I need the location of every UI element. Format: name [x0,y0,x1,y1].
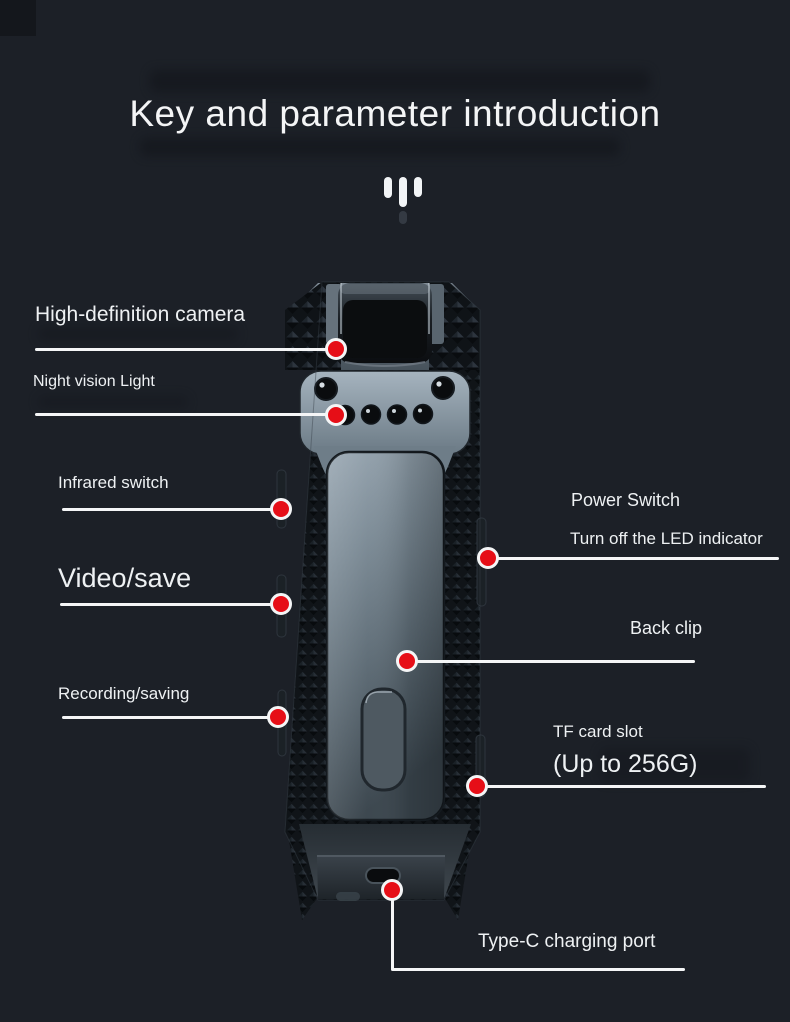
back-clip-marker-dot [396,650,418,672]
callout-night-vision-label: Night vision Light [33,373,155,390]
night-vision-leader-line [35,413,336,416]
camera-lens-housing [343,300,427,358]
video-save-marker-dot [270,593,292,615]
callout-tf-card-label: TF card slot [553,722,643,741]
tf-card-marker-dot [466,775,488,797]
callout-tf-capacity-label: (Up to 256G) [553,750,698,778]
callout-video-save-label: Video/save [58,563,192,593]
led-hole [431,376,455,400]
bottom-left-wing [288,834,318,920]
background-watermark [38,396,188,408]
corner-shade [0,0,36,36]
background-watermark [150,70,650,92]
back-clip-leader-line [412,660,695,663]
page-title: Key and parameter introduction [129,93,661,134]
led-hole [314,377,338,401]
background-watermark [600,748,750,782]
callout-infrared-label: Infrared switch [58,473,169,492]
background-watermark [140,138,620,156]
callout-type-c-label: Type-C charging port [478,931,656,952]
type-c-leader-line-horizontal [391,968,685,971]
sound-wave-icon [384,177,432,227]
recording-leader-line [62,716,278,719]
callout-led-sublabel: Turn off the LED indicator [570,529,763,548]
camera-head [285,282,480,370]
background-watermark [38,327,238,341]
infrared-marker-dot [270,498,292,520]
type-c-leader-line-vertical [391,889,394,970]
callout-back-clip-label: Back clip [630,618,703,638]
device-bottom [299,824,471,901]
callout-power-label: Power Switch [571,490,681,510]
night-vision-marker-dot [325,404,347,426]
recording-marker-dot [267,706,289,728]
type-c-marker-dot [381,879,403,901]
back-clip [325,450,446,822]
callout-recording-label: Recording/saving [58,684,190,703]
bottom-right-wing [444,834,472,920]
clip-cutout [360,687,407,792]
hd-camera-marker-dot [325,338,347,360]
power-leader-line [492,557,779,560]
power-marker-dot [477,547,499,569]
callout-hd-camera-label: High-definition camera [35,303,246,326]
hd-camera-leader-line [35,348,336,351]
night-vision-leds [334,403,434,426]
infrared-leader-line [62,508,281,511]
tf-card-leader-line [482,785,766,788]
video-save-leader-line [60,603,281,606]
